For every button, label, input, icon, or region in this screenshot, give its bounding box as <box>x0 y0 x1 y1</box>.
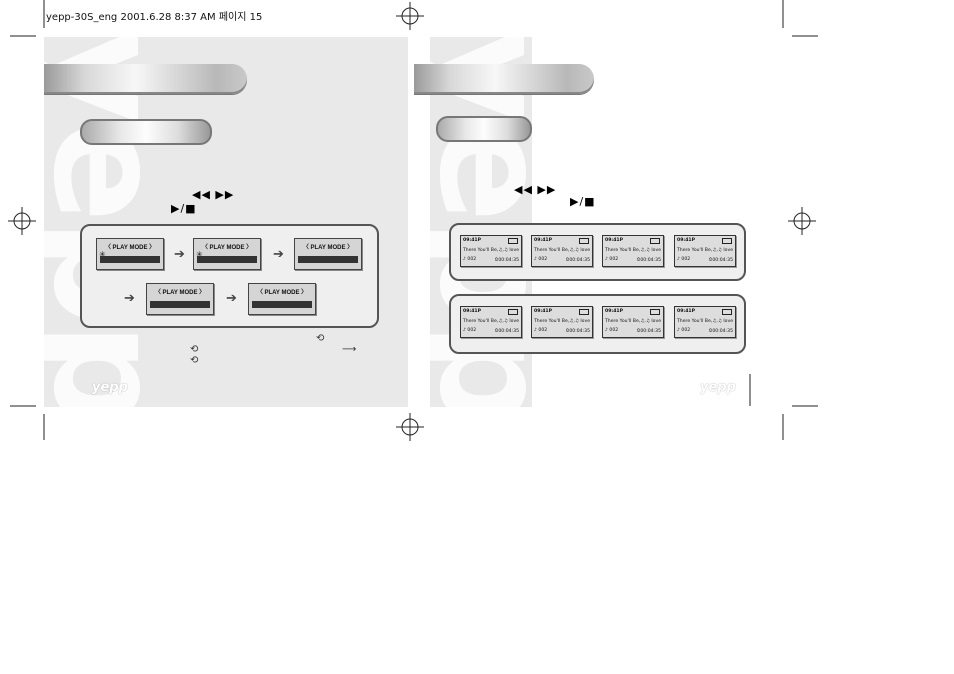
lcd-title: 〈 PLAY MODE 〉 <box>256 290 308 296</box>
lcd-play-mode-5: 〈 PLAY MODE 〉 <box>248 283 316 315</box>
repeat-icon: ⟲ <box>190 344 199 355</box>
transport-icons: ◀◀ ▶▶ <box>514 183 557 196</box>
arrow-right-icon: ➔ <box>174 246 185 261</box>
lcd-bar <box>252 301 312 308</box>
subsection-tab <box>436 116 532 142</box>
lcd-bar <box>298 256 358 263</box>
lcd-title: 〈 PLAY MODE 〉 <box>154 290 206 296</box>
lcd-play-mode-1: 〈 PLAY MODE 〉 ✳ <box>96 238 164 270</box>
transport-icons: ◀◀ ▶▶ <box>192 188 235 201</box>
lcd-bar <box>100 256 160 263</box>
lcd-play-mode-3: 〈 PLAY MODE 〉 <box>294 238 362 270</box>
play-stop-icon: ▶/■ <box>570 195 596 208</box>
arrow-right-icon: ➔ <box>273 246 284 261</box>
section-header-bar <box>414 64 594 94</box>
repeat-icon: ⟲ <box>190 355 199 366</box>
play-stop-icon: ▶/■ <box>171 202 197 215</box>
asterisk-icon: ✳ <box>99 250 106 259</box>
play-mode-diagram: 〈 PLAY MODE 〉 ✳ ➔ 〈 PLAY MODE 〉 ✳ ➔ 〈 PL… <box>80 224 379 328</box>
lcd-play-mode-4: 〈 PLAY MODE 〉 <box>146 283 214 315</box>
lcd-bar <box>150 301 210 308</box>
lcd-play-mode-2: 〈 PLAY MODE 〉 ✳ <box>193 238 261 270</box>
repeat-icon: ⟲ <box>316 333 325 344</box>
arrow-right-icon: ➔ <box>226 290 237 305</box>
left-page: yepp ◀◀ ▶▶ ▶/■ 〈 PLAY MODE 〉 ✳ ➔ 〈 PLAY … <box>44 37 408 407</box>
yepp-logo: yepp <box>92 380 128 395</box>
yepp-logo: yepp <box>700 380 736 395</box>
section-header-bar <box>44 64 247 94</box>
lcd-bar <box>197 256 257 263</box>
lcd-title: 〈 PLAY MODE 〉 <box>201 245 253 251</box>
arrow-right-icon: ➔ <box>124 290 135 305</box>
print-header: yepp-30S_eng 2001.6.28 8:37 AM 페이지 15 <box>46 12 263 23</box>
lcd-title: 〈 PLAY MODE 〉 <box>302 245 354 251</box>
lcd-title: 〈 PLAY MODE 〉 <box>104 245 156 251</box>
arrow-icon: ⟶ <box>342 344 357 355</box>
subsection-tab <box>80 119 212 145</box>
asterisk-icon: ✳ <box>196 250 203 259</box>
